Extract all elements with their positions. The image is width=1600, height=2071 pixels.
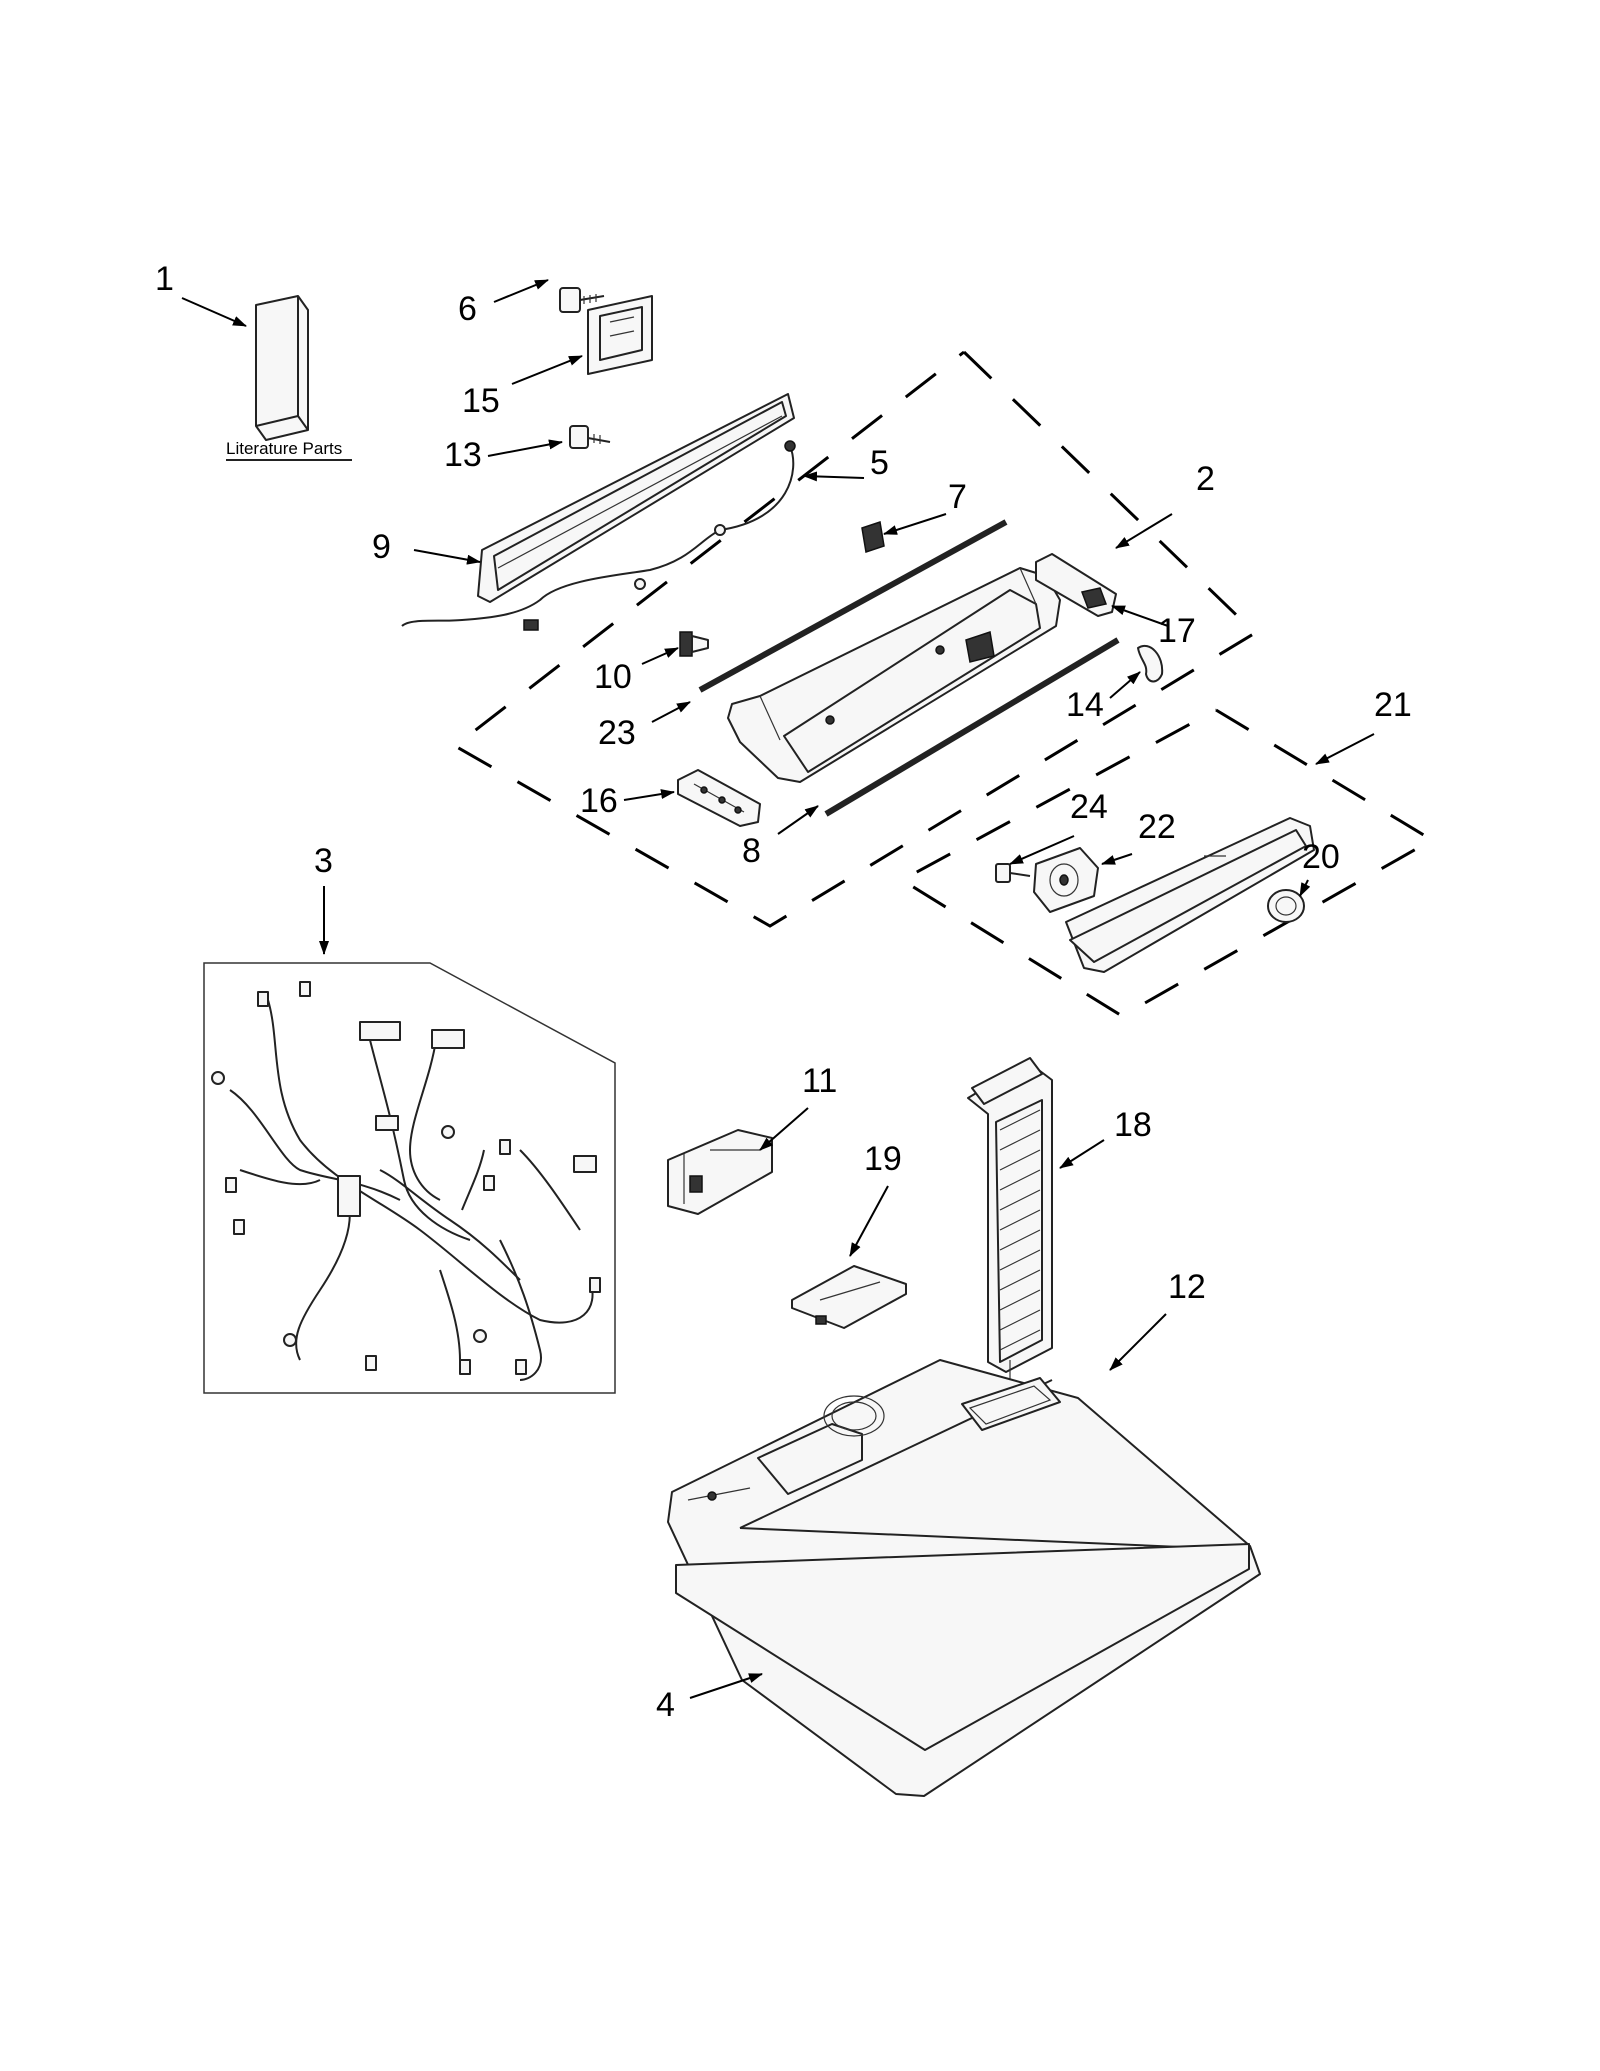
callout-15: 15 xyxy=(462,382,500,420)
callout-1: 1 xyxy=(155,260,174,298)
clip-7 xyxy=(861,521,885,553)
callout-3: 3 xyxy=(314,842,333,880)
literature-parts-label: Literature Parts xyxy=(226,439,342,458)
screw-24 xyxy=(995,863,1031,883)
control-panel-boundary xyxy=(899,708,1435,1018)
callout-16: 16 xyxy=(580,782,618,820)
callout-19: 19 xyxy=(864,1140,902,1178)
seal-strip-8 xyxy=(824,637,1120,817)
console-assembly-boundary xyxy=(452,350,1258,928)
callout-6: 6 xyxy=(458,290,477,328)
interface-bracket-17 xyxy=(1035,553,1117,617)
callout-18: 18 xyxy=(1114,1106,1152,1144)
lint-screen-18 xyxy=(967,1057,1053,1430)
screw-6 xyxy=(559,287,605,313)
module-11 xyxy=(667,1129,773,1215)
callout-21: 21 xyxy=(1374,686,1412,724)
seal-strip-23 xyxy=(698,519,1008,693)
top-pad-4 xyxy=(675,1543,1250,1751)
callout-10: 10 xyxy=(594,658,632,696)
callout-2: 2 xyxy=(1196,460,1215,498)
clip-14 xyxy=(1137,645,1164,683)
console-body xyxy=(727,567,1061,783)
leader-lines xyxy=(181,279,1375,1699)
literature-parts-booklet: Literature Parts xyxy=(226,295,352,461)
console-rear-panel-9 xyxy=(477,393,795,603)
callout-8: 8 xyxy=(742,832,761,870)
callout-23: 23 xyxy=(598,714,636,752)
callout-14: 14 xyxy=(1066,686,1104,724)
knob-20 xyxy=(1267,889,1305,923)
callout-numbers: 1 6 15 13 5 9 7 2 17 10 23 14 21 16 8 24… xyxy=(155,260,1412,1724)
callout-22: 22 xyxy=(1138,808,1176,846)
callout-11: 11 xyxy=(802,1062,837,1100)
callout-13: 13 xyxy=(444,436,482,474)
push-pin-10 xyxy=(679,631,709,657)
bracket-15 xyxy=(587,295,653,375)
duct-cover-19 xyxy=(791,1265,907,1329)
control-panel-21 xyxy=(1065,817,1315,973)
callout-12: 12 xyxy=(1168,1268,1206,1306)
control-board-16 xyxy=(677,769,761,827)
callout-4: 4 xyxy=(656,1686,675,1724)
encoder-22 xyxy=(1033,847,1099,913)
callout-7: 7 xyxy=(948,478,967,516)
callout-24: 24 xyxy=(1070,788,1108,826)
callout-9: 9 xyxy=(372,528,391,566)
callout-5: 5 xyxy=(870,444,889,482)
callout-17: 17 xyxy=(1158,612,1196,650)
screw-13 xyxy=(569,425,611,449)
wiring-harness-3 xyxy=(203,962,616,1394)
wire-harness-5 xyxy=(401,440,796,631)
callout-20: 20 xyxy=(1302,838,1340,876)
